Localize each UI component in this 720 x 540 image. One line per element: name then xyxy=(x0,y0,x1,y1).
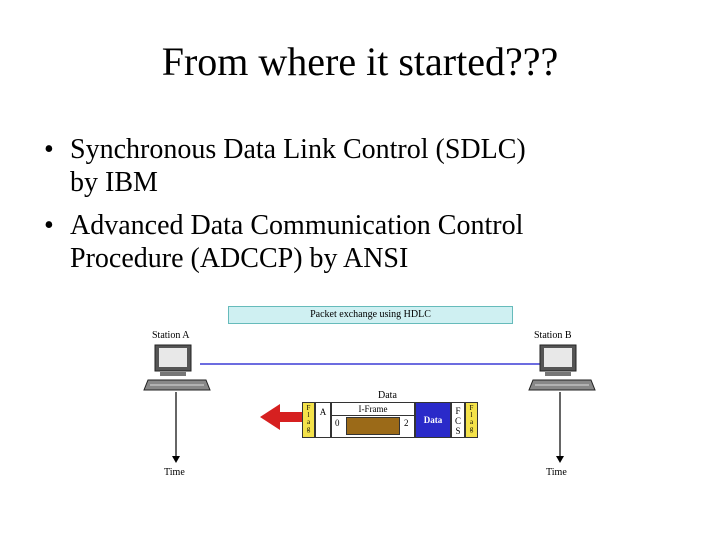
bullet-text-line2: Procedure (ADCCP) by ANSI xyxy=(70,243,409,275)
computer-icon-a xyxy=(143,344,211,391)
control-bar xyxy=(346,417,400,435)
seq-right: 2 xyxy=(404,418,409,428)
iframe-label: I-Frame xyxy=(332,403,414,416)
iframe-field: I-Frame 0 2 xyxy=(331,402,415,438)
bullet-item: • Advanced Data Communication Control Pr… xyxy=(44,209,684,275)
station-a-label: Station A xyxy=(152,330,190,341)
computer-icon-b xyxy=(528,344,596,391)
direction-arrow xyxy=(260,404,303,430)
bullet-list: • Synchronous Data Link Control (SDLC) b… xyxy=(44,133,684,285)
bullet-dot: • xyxy=(44,134,54,165)
bullet-text-line1: Advanced Data Communication Control xyxy=(70,210,524,242)
flag-right: F l a g xyxy=(465,402,478,438)
time-label-b: Time xyxy=(546,467,567,478)
data-field: Data xyxy=(415,402,451,438)
banner: Packet exchange using HDLC xyxy=(228,306,513,324)
bullet-text-line2: by IBM xyxy=(70,167,158,199)
address-field: A xyxy=(315,402,331,438)
data-label: Data xyxy=(378,390,397,401)
bullet-item: • Synchronous Data Link Control (SDLC) b… xyxy=(44,133,684,199)
hdlc-diagram: Packet exchange using HDLC Station A Sta… xyxy=(140,300,610,490)
diagram-graphics xyxy=(143,344,596,463)
bullet-dot: • xyxy=(44,210,54,242)
station-b-label: Station B xyxy=(534,330,572,341)
hdlc-frame: F l a g A I-Frame 0 2 Data F C S F l a g xyxy=(302,402,490,438)
time-label-a: Time xyxy=(164,467,185,478)
fcs-field: F C S xyxy=(451,402,465,438)
bullet-text-line1: Synchronous Data Link Control (SDLC) xyxy=(70,134,526,165)
slide-title: From where it started??? xyxy=(161,39,559,84)
seq-left: 0 xyxy=(335,418,340,428)
flag-left: F l a g xyxy=(302,402,315,438)
